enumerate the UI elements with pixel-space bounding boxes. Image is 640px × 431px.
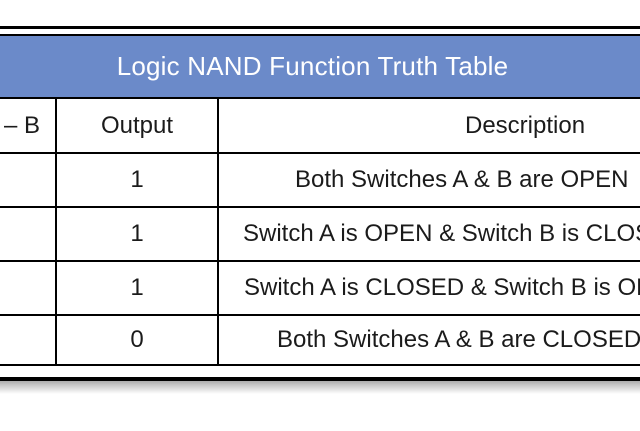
table-row: 1 Switch A is CLOSED & Switch B is OPEN xyxy=(0,260,640,314)
column-header-output: Output xyxy=(57,99,219,152)
description-cell: Switch A is OPEN & Switch B is CLOSED xyxy=(243,220,640,247)
table-row: 1 Both Switches A & B are OPEN xyxy=(0,152,640,206)
output-cell: 1 xyxy=(57,154,219,206)
bottom-thick-rule xyxy=(0,377,640,381)
column-header-switch-ab: – B xyxy=(0,99,57,152)
switch-ab-cell xyxy=(0,262,57,314)
page-title: Logic NAND Function Truth Table xyxy=(116,51,509,81)
description-cell: Both Switches A & B are OPEN xyxy=(295,166,629,193)
bottom-rule-shadow xyxy=(0,381,640,394)
description-cell: Both Switches A & B are CLOSED xyxy=(277,326,640,353)
output-cell: 0 xyxy=(57,316,219,364)
switch-ab-cell xyxy=(0,154,57,206)
output-cell: 1 xyxy=(57,262,219,314)
output-cell: 1 xyxy=(57,208,219,260)
table-header-row: – B Output Description xyxy=(0,97,640,152)
truth-table: Logic NAND Function Truth Table – B Outp… xyxy=(0,34,640,366)
table-row: 0 Both Switches A & B are CLOSED xyxy=(0,314,640,366)
description-cell: Switch A is CLOSED & Switch B is OPEN xyxy=(244,274,640,301)
column-header-description: Description xyxy=(465,111,586,139)
switch-ab-cell xyxy=(0,316,57,364)
switch-ab-cell xyxy=(0,208,57,260)
top-thick-rule xyxy=(0,26,640,29)
table-row: 1 Switch A is OPEN & Switch B is CLOSED xyxy=(0,206,640,260)
table-title-band: Logic NAND Function Truth Table xyxy=(0,34,640,97)
